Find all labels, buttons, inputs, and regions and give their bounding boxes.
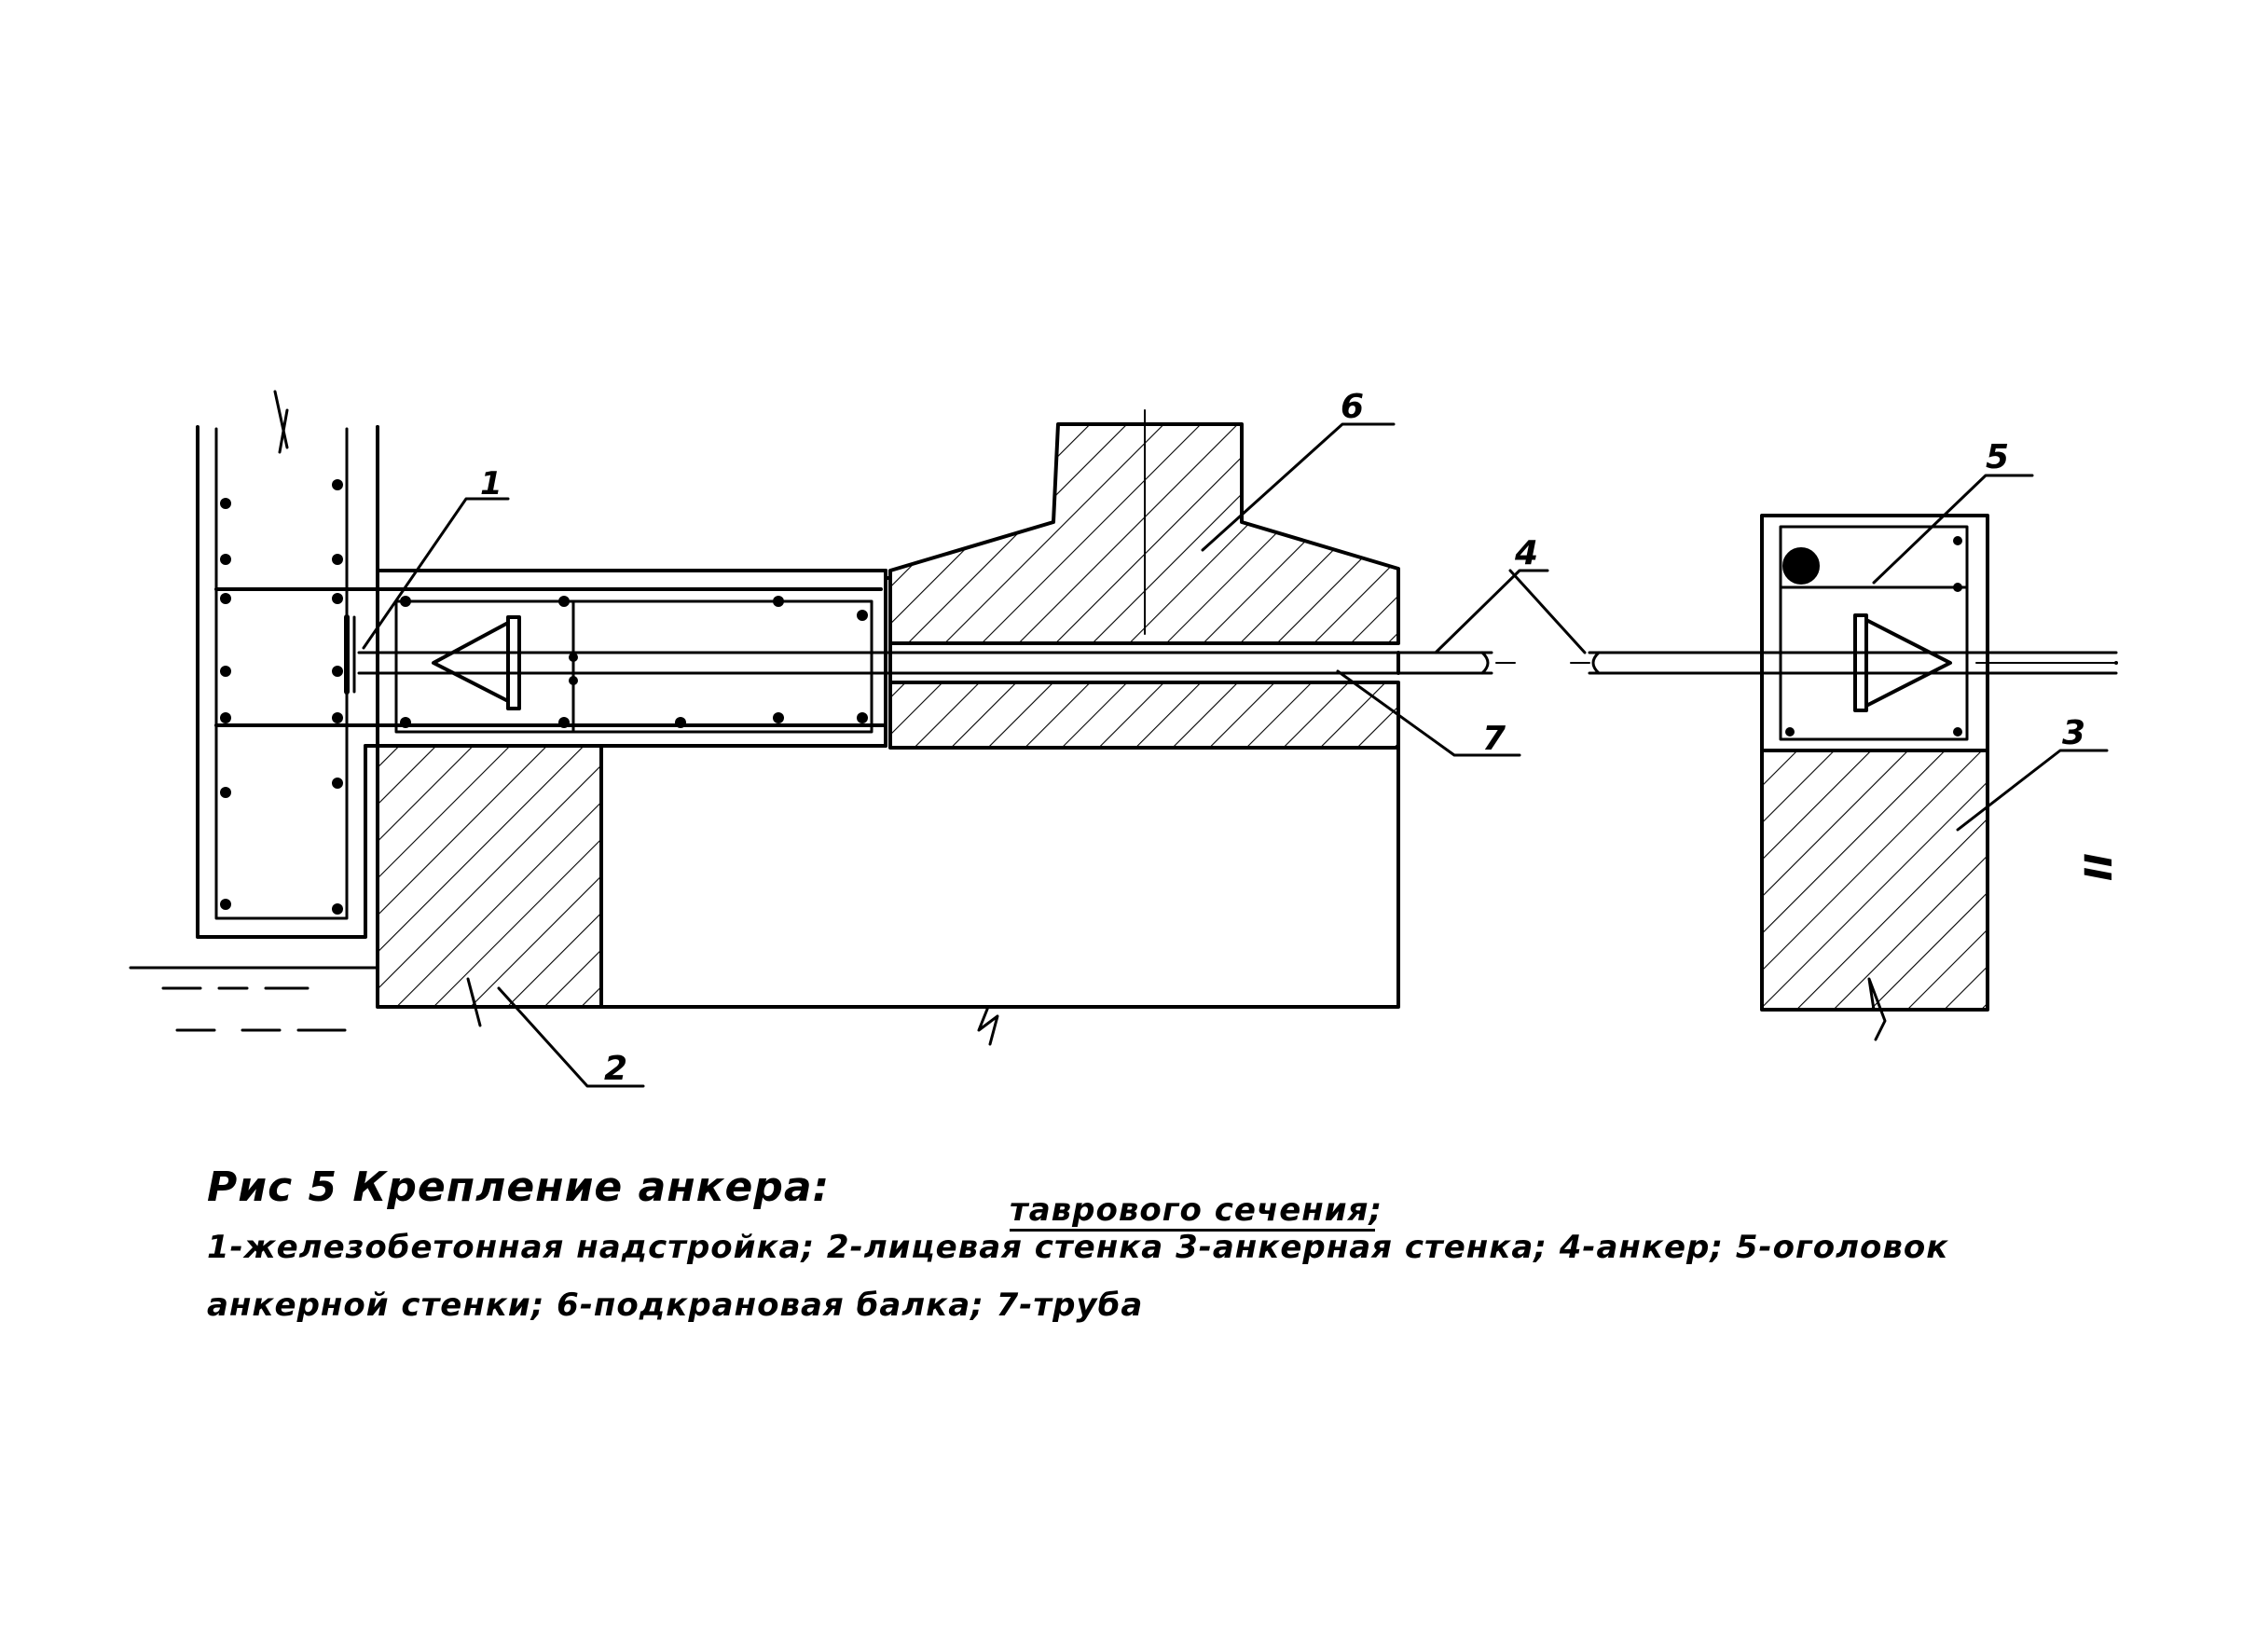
label-1: 1 — [480, 465, 502, 502]
leader-lines — [362, 422, 2109, 1088]
water-level — [129, 966, 379, 1032]
label-7: 7 — [1482, 720, 1506, 758]
label-5: 5 — [1986, 438, 2009, 476]
anchor-rod-and-pipe — [357, 641, 2118, 684]
anchor-wall — [1760, 749, 1989, 1041]
anchor-wall-cap — [1760, 514, 1989, 752]
figure-caption-line-2: анкерной стенки; 6-подкрановая балка; 7-… — [207, 1287, 1144, 1324]
figure-caption-insert: таврового сечения; — [1010, 1191, 1383, 1229]
label-3: 3 — [2062, 714, 2085, 752]
anchor-plate-left — [432, 615, 521, 710]
reinforced-concrete-superstructure — [196, 390, 892, 939]
label-6: 6 — [1341, 388, 1364, 426]
rebar-dots — [220, 479, 868, 915]
label-4a: 4 — [1514, 534, 1538, 572]
face-wall — [376, 744, 1400, 1046]
section-mark: II — [2078, 853, 2121, 881]
caption-insert-underline — [1010, 1229, 1375, 1232]
crane-beam — [888, 409, 1400, 750]
label-2: 2 — [604, 1050, 627, 1088]
figure-caption-title: Рис 5 Крепление анкера: — [207, 1163, 831, 1211]
figure-caption-line-1: 1-железобетонная надстройка; 2-лицевая с… — [207, 1229, 1949, 1266]
